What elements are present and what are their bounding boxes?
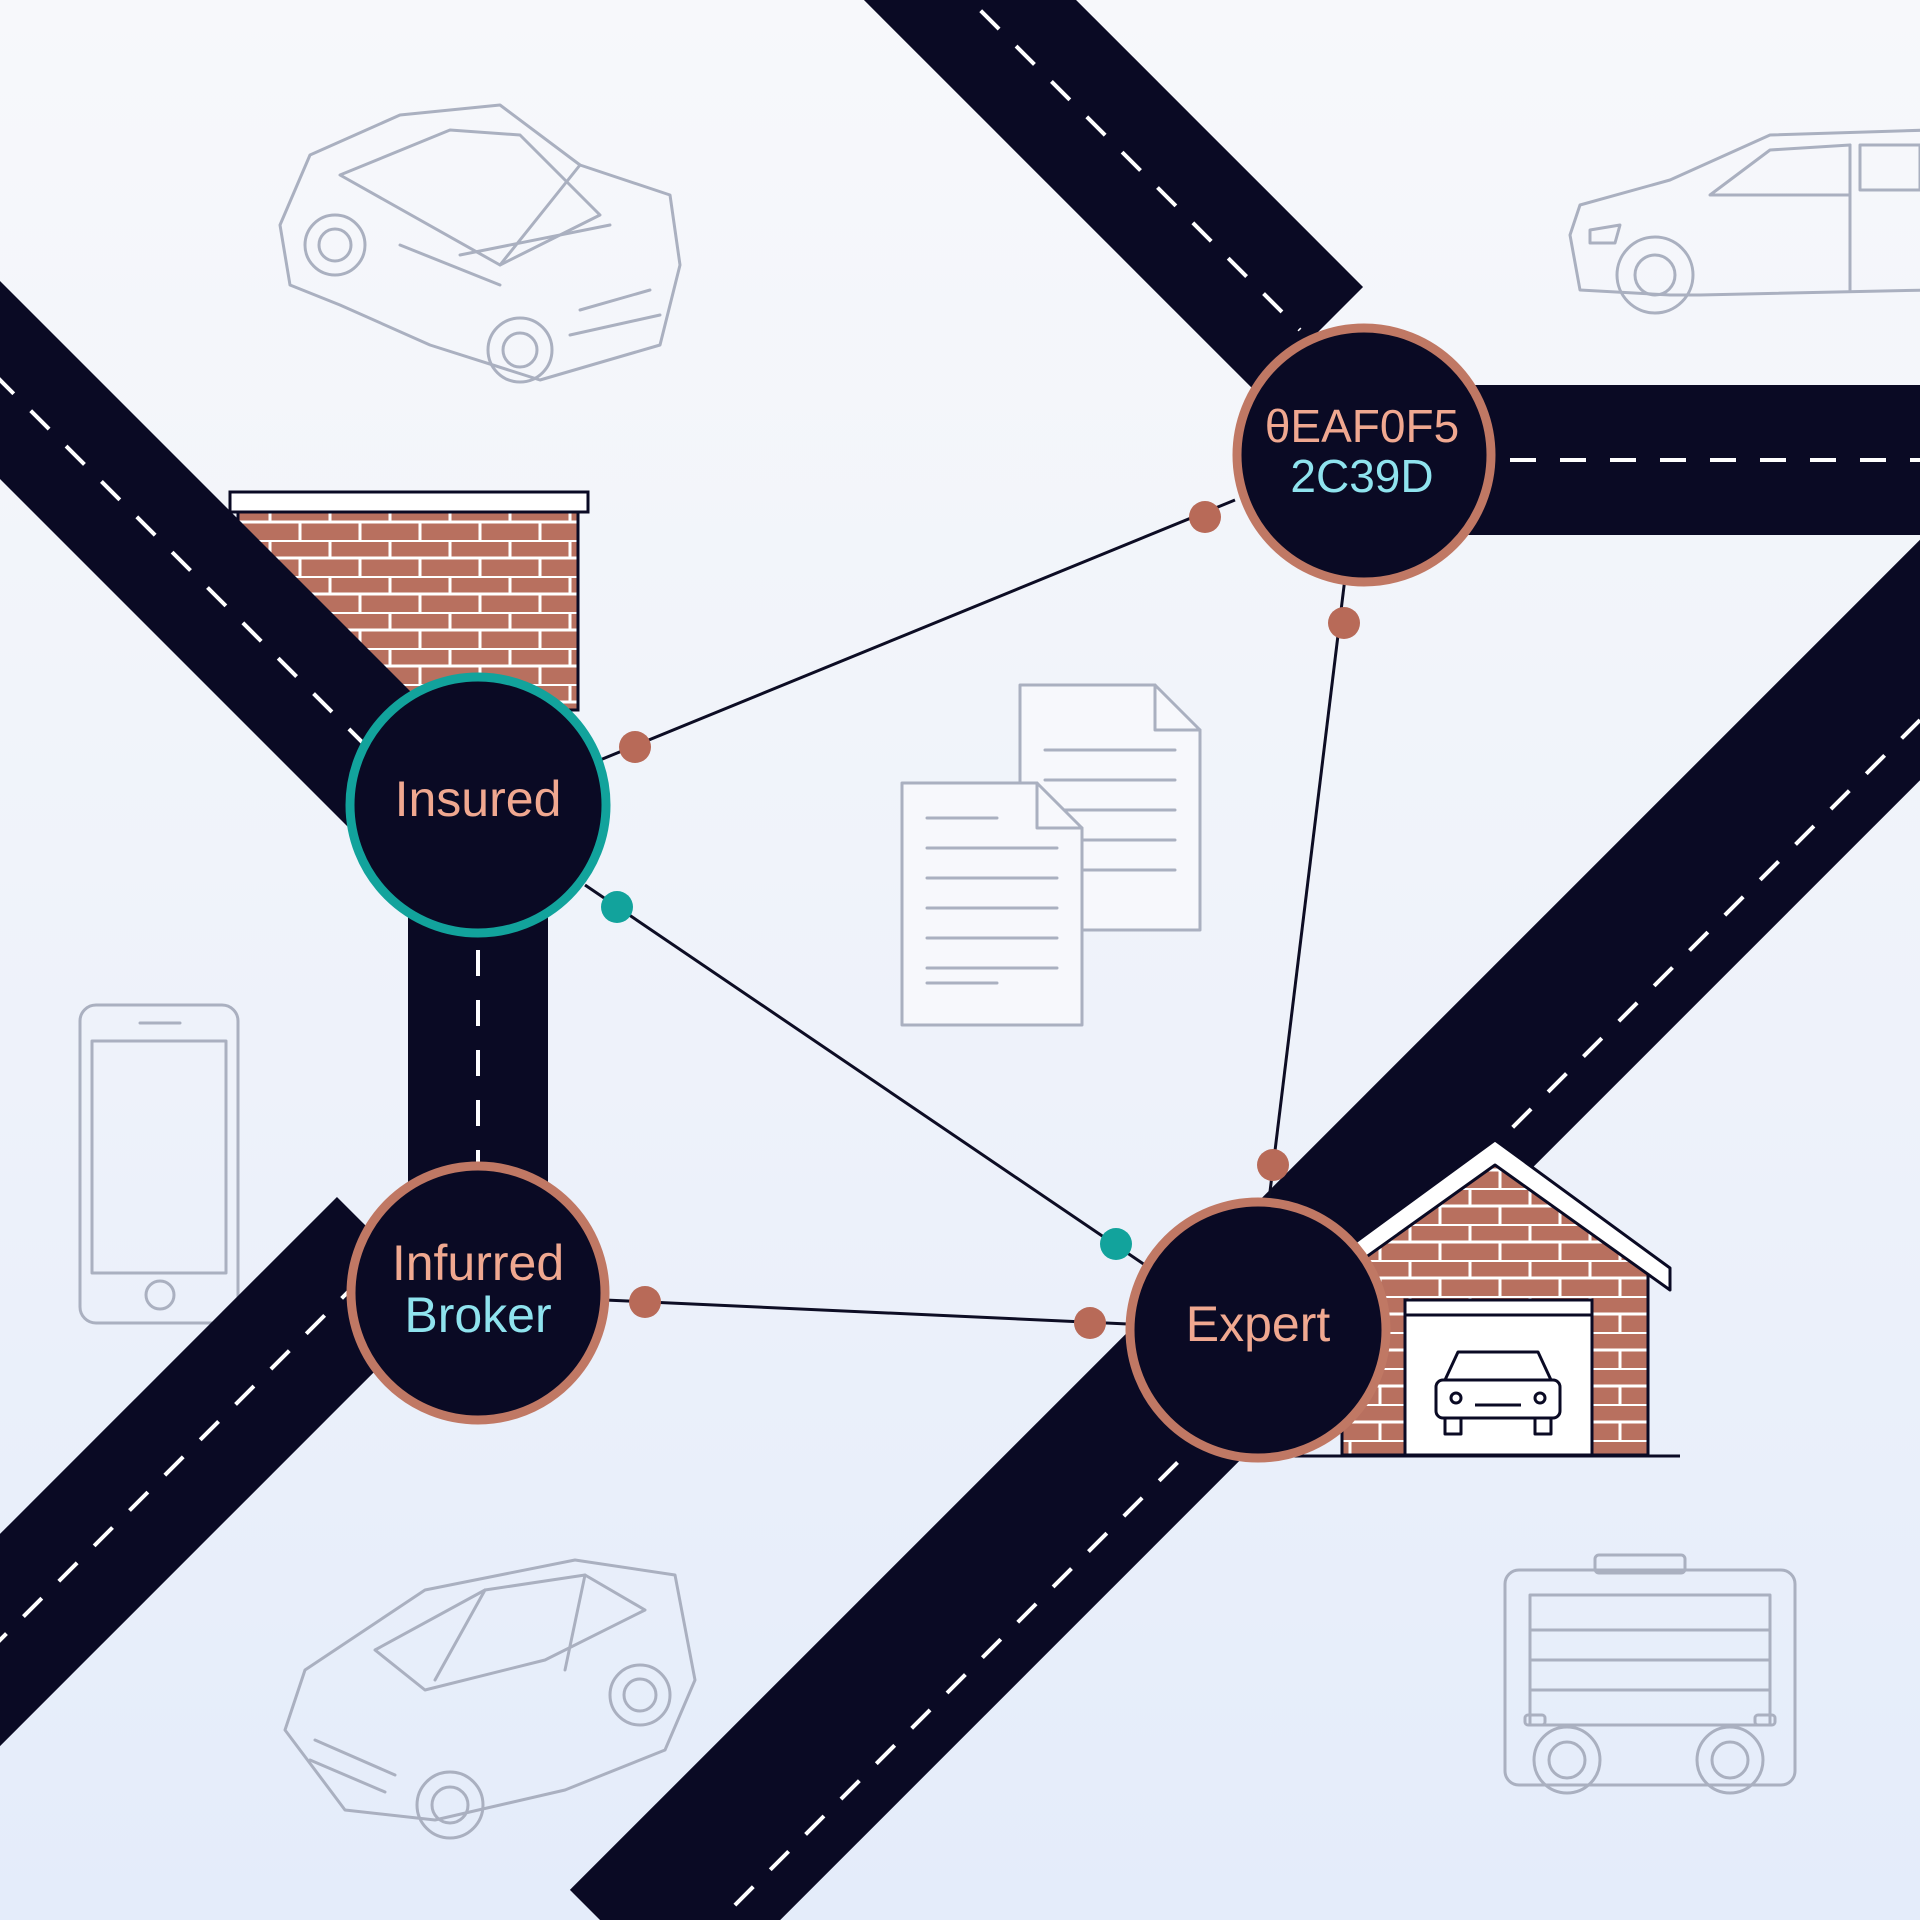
- smartphone-icon: [78, 1003, 240, 1325]
- document-icon: [900, 781, 1084, 1027]
- node-expert[interactable]: Expert: [1125, 1197, 1391, 1463]
- connector-dot: [1328, 607, 1360, 639]
- node-insured[interactable]: Insured: [345, 672, 611, 938]
- node-expert-label: Expert: [1186, 1296, 1331, 1352]
- connector-dots: [601, 501, 1360, 1339]
- connector-dot: [1074, 1307, 1106, 1339]
- node-hub-line2: 2C39D: [1290, 450, 1433, 502]
- coupe-car-icon: [1568, 128, 1920, 315]
- node-insured-label: Insured: [395, 771, 562, 827]
- link-hub-expert: [1266, 577, 1347, 1209]
- node-hub-line1: θEAF0F5: [1265, 400, 1459, 452]
- connector-dot: [601, 891, 633, 923]
- connector-dot: [1189, 501, 1221, 533]
- delivery-truck-icon: [1503, 1553, 1797, 1795]
- sedan-car-icon: [283, 1558, 697, 1840]
- connector-dot: [1257, 1149, 1289, 1181]
- link-insured-hub: [599, 498, 1236, 762]
- garage-car-icon: [1434, 1350, 1562, 1436]
- connector-dot: [629, 1286, 661, 1318]
- connector-dot: [619, 731, 651, 763]
- connector-dot: [1100, 1228, 1132, 1260]
- node-broker-line1: Infurred: [392, 1235, 564, 1291]
- link-insured-expert: [584, 883, 1146, 1267]
- node-hub[interactable]: θEAF0F5 2C39D: [1232, 323, 1496, 587]
- sedan-car-icon: [278, 103, 682, 384]
- link-broker-expert: [604, 1298, 1129, 1326]
- node-broker-line2: Broker: [404, 1287, 551, 1343]
- connections: [584, 498, 1347, 1326]
- node-broker[interactable]: Infurred Broker: [346, 1161, 610, 1425]
